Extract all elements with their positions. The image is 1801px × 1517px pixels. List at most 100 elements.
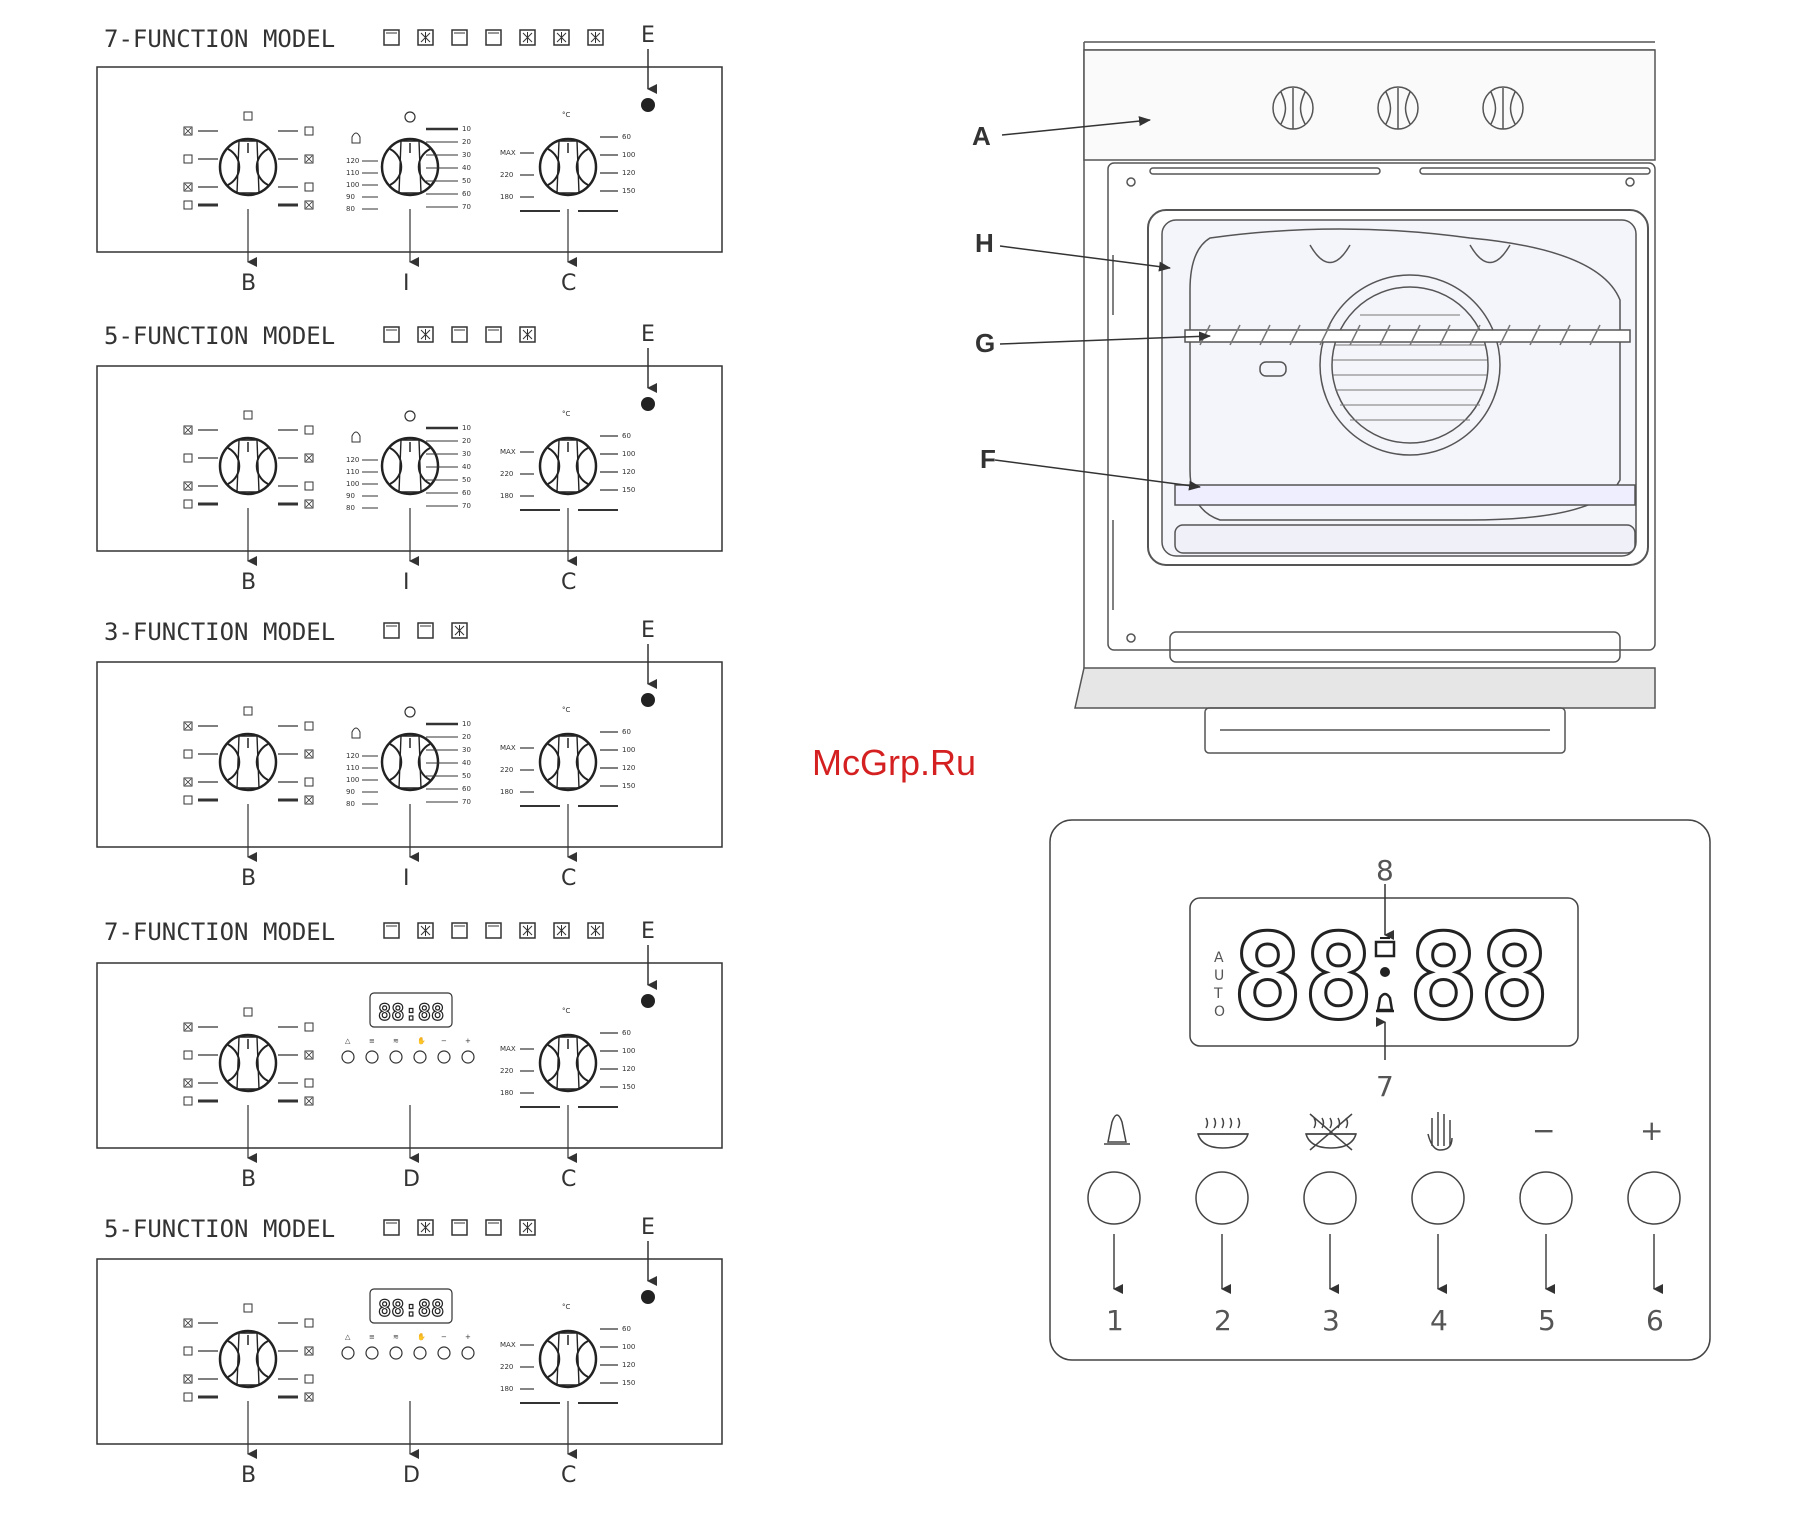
component-label: B xyxy=(241,570,256,595)
mini-button[interactable] xyxy=(413,1050,427,1064)
control-button-1[interactable]: 1 xyxy=(1087,1171,1141,1337)
mini-button[interactable] xyxy=(461,1050,475,1064)
callout-right: C xyxy=(561,1105,577,1192)
control-button-4[interactable]: 4 xyxy=(1411,1171,1465,1337)
mini-button[interactable] xyxy=(437,1050,451,1064)
function-knob[interactable] xyxy=(183,1303,314,1402)
mode-icon xyxy=(183,721,193,731)
timer-tick-label: 40 xyxy=(462,759,471,767)
svg-text:A: A xyxy=(1214,950,1224,966)
temp-tick-label: 120 xyxy=(622,764,635,772)
off-icon xyxy=(243,111,253,121)
label-A: A xyxy=(972,121,991,151)
manual-icon xyxy=(351,132,361,144)
mini-button[interactable] xyxy=(413,1346,427,1360)
function-icon xyxy=(383,29,400,46)
temp-tick-label: 100 xyxy=(622,1343,635,1351)
mode-icon xyxy=(304,481,314,491)
temp-tick-label: MAX xyxy=(500,448,516,456)
function-knob[interactable] xyxy=(183,410,314,509)
oven-control-knob xyxy=(1377,86,1419,130)
control-button-6[interactable]: 6 xyxy=(1627,1171,1681,1337)
mini-button[interactable] xyxy=(365,1050,379,1064)
mini-button[interactable] xyxy=(389,1050,403,1064)
control-button-5[interactable]: 5 xyxy=(1519,1171,1573,1337)
function-knob[interactable] xyxy=(183,1007,314,1106)
timer-tick-label: 120 xyxy=(346,456,359,464)
panel-title: 7-FUNCTION MODEL xyxy=(104,25,335,53)
function-icon xyxy=(383,326,400,343)
mode-icon xyxy=(304,425,314,435)
panel-title: 7-FUNCTION MODEL xyxy=(104,918,335,946)
mini-button[interactable] xyxy=(437,1346,451,1360)
function-knob[interactable] xyxy=(183,111,314,210)
temp-tick-label: 150 xyxy=(622,187,635,195)
clock-icon xyxy=(404,111,416,123)
timer-tick-label: 110 xyxy=(346,169,359,177)
mode-icon xyxy=(183,200,193,210)
function-knob[interactable] xyxy=(183,706,314,805)
manual-hand-icon xyxy=(1427,1112,1453,1151)
mode-icon xyxy=(304,749,314,759)
function-icon xyxy=(485,1219,502,1236)
control-button-3[interactable]: 3 xyxy=(1303,1171,1357,1337)
label-H: H xyxy=(975,228,994,258)
function-icon xyxy=(451,1219,468,1236)
mini-button-symbol: − xyxy=(441,1037,447,1045)
temp-tick-label: 150 xyxy=(622,486,635,494)
svg-text:U: U xyxy=(1214,968,1224,984)
off-icon xyxy=(243,706,253,716)
lcd-hours: 88 xyxy=(1232,908,1374,1046)
temp-tick-label: 180 xyxy=(500,1385,513,1393)
timer-tick-label: 90 xyxy=(346,193,355,201)
function-icon xyxy=(519,1219,536,1236)
component-label: I xyxy=(403,271,410,296)
cooking-indicator-icon xyxy=(1374,937,1396,958)
mode-icon xyxy=(304,1318,314,1328)
mini-button[interactable] xyxy=(389,1346,403,1360)
timer-tick-label: 80 xyxy=(346,205,355,213)
colon-dot xyxy=(1380,967,1390,977)
mini-button[interactable] xyxy=(365,1346,379,1360)
control-button-2[interactable]: 2 xyxy=(1195,1171,1249,1337)
temp-tick-label: 60 xyxy=(622,1325,631,1333)
mini-button[interactable] xyxy=(461,1346,475,1360)
mode-icon xyxy=(304,182,314,192)
mini-button-symbol: ≡ xyxy=(369,1037,375,1045)
component-label: B xyxy=(241,1167,256,1192)
component-label: D xyxy=(403,1463,420,1488)
callout-middle: I xyxy=(403,209,419,296)
mode-icon xyxy=(183,499,193,509)
timer-tick-label: 100 xyxy=(346,181,359,189)
mode-icon xyxy=(304,721,314,731)
mini-button[interactable] xyxy=(341,1050,355,1064)
panel-title: 5-FUNCTION MODEL xyxy=(104,322,335,350)
callout-left: B xyxy=(241,1105,257,1192)
mini-button[interactable] xyxy=(341,1346,355,1360)
mini-button-symbol: ✋ xyxy=(417,1332,426,1341)
temp-tick-label: MAX xyxy=(500,149,516,157)
temp-tick-label: 60 xyxy=(622,133,631,141)
callout-right: C xyxy=(561,209,577,296)
mode-icon xyxy=(183,1374,193,1384)
mode-icon xyxy=(183,1050,193,1060)
temp-tick-label: 180 xyxy=(500,193,513,201)
function-icon xyxy=(587,29,604,46)
watermark: McGrp.Ru xyxy=(812,742,976,783)
component-label: C xyxy=(561,866,576,891)
oven-illustration xyxy=(1074,41,1656,754)
cook-duration-icon xyxy=(1197,1117,1249,1149)
mode-icon xyxy=(304,1346,314,1356)
label-E: E xyxy=(641,322,655,347)
temp-tick-label: 220 xyxy=(500,171,513,179)
